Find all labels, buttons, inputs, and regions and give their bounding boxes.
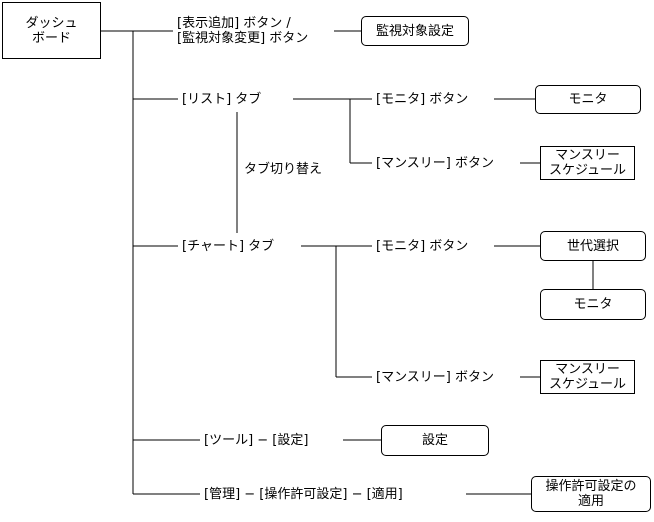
label-chart-tab: [チャート] タブ [182,239,275,254]
node-settings: 設定 [381,425,489,456]
label-display-line1: [表示追加] ボタン / [177,16,291,31]
node-generation-select-label: 世代選択 [566,238,619,254]
label-tools-settings: [ツール] − [設定] [204,433,309,448]
node-chart-monthly-line2: スケジュール [548,377,627,392]
node-generation-select: 世代選択 [540,231,646,261]
label-chart-monthly-button: [マンスリー] ボタン [376,370,495,385]
node-chart-monthly-line1: マンスリー [555,362,620,377]
label-chart-monitor-button: [モニタ] ボタン [376,239,469,254]
node-monitor-target-settings: 監視対象設定 [361,16,469,46]
node-dashboard-line1: ダッシュ [25,15,78,31]
label-list-monitor-button: [モニタ] ボタン [376,92,469,107]
label-list-tab: [リスト] タブ [182,92,262,107]
node-monitor-target-settings-label: 監視対象設定 [375,23,454,39]
node-permission-apply-line2: 適用 [577,494,604,509]
node-chart-monitor: モニタ [540,289,646,320]
node-list-monthly-schedule: マンスリー スケジュール [540,146,635,180]
node-chart-monthly-schedule: マンスリー スケジュール [540,360,635,394]
node-chart-monitor-label: モニタ [573,297,613,312]
label-list-monthly-button: [マンスリー] ボタン [376,156,495,171]
label-display-buttons: [表示追加] ボタン / [監視対象変更] ボタン [177,16,308,46]
node-list-monthly-line2: スケジュール [548,163,627,178]
label-tab-switch: タブ切り替え [244,162,323,177]
node-permission-apply-line1: 操作許可設定の [545,479,637,494]
node-list-monitor-label: モニタ [568,92,608,107]
node-settings-label: 設定 [421,433,448,448]
node-dashboard-line2: ボード [31,30,71,46]
label-admin-permission: [管理] − [操作許可設定] − [適用] [204,487,403,502]
node-list-monitor: モニタ [535,85,641,114]
node-permission-apply: 操作許可設定の 適用 [531,476,651,512]
node-dashboard: ダッシュ ボード [2,2,101,59]
label-display-line2: [監視対象変更] ボタン [177,31,309,46]
node-list-monthly-line1: マンスリー [555,148,620,163]
